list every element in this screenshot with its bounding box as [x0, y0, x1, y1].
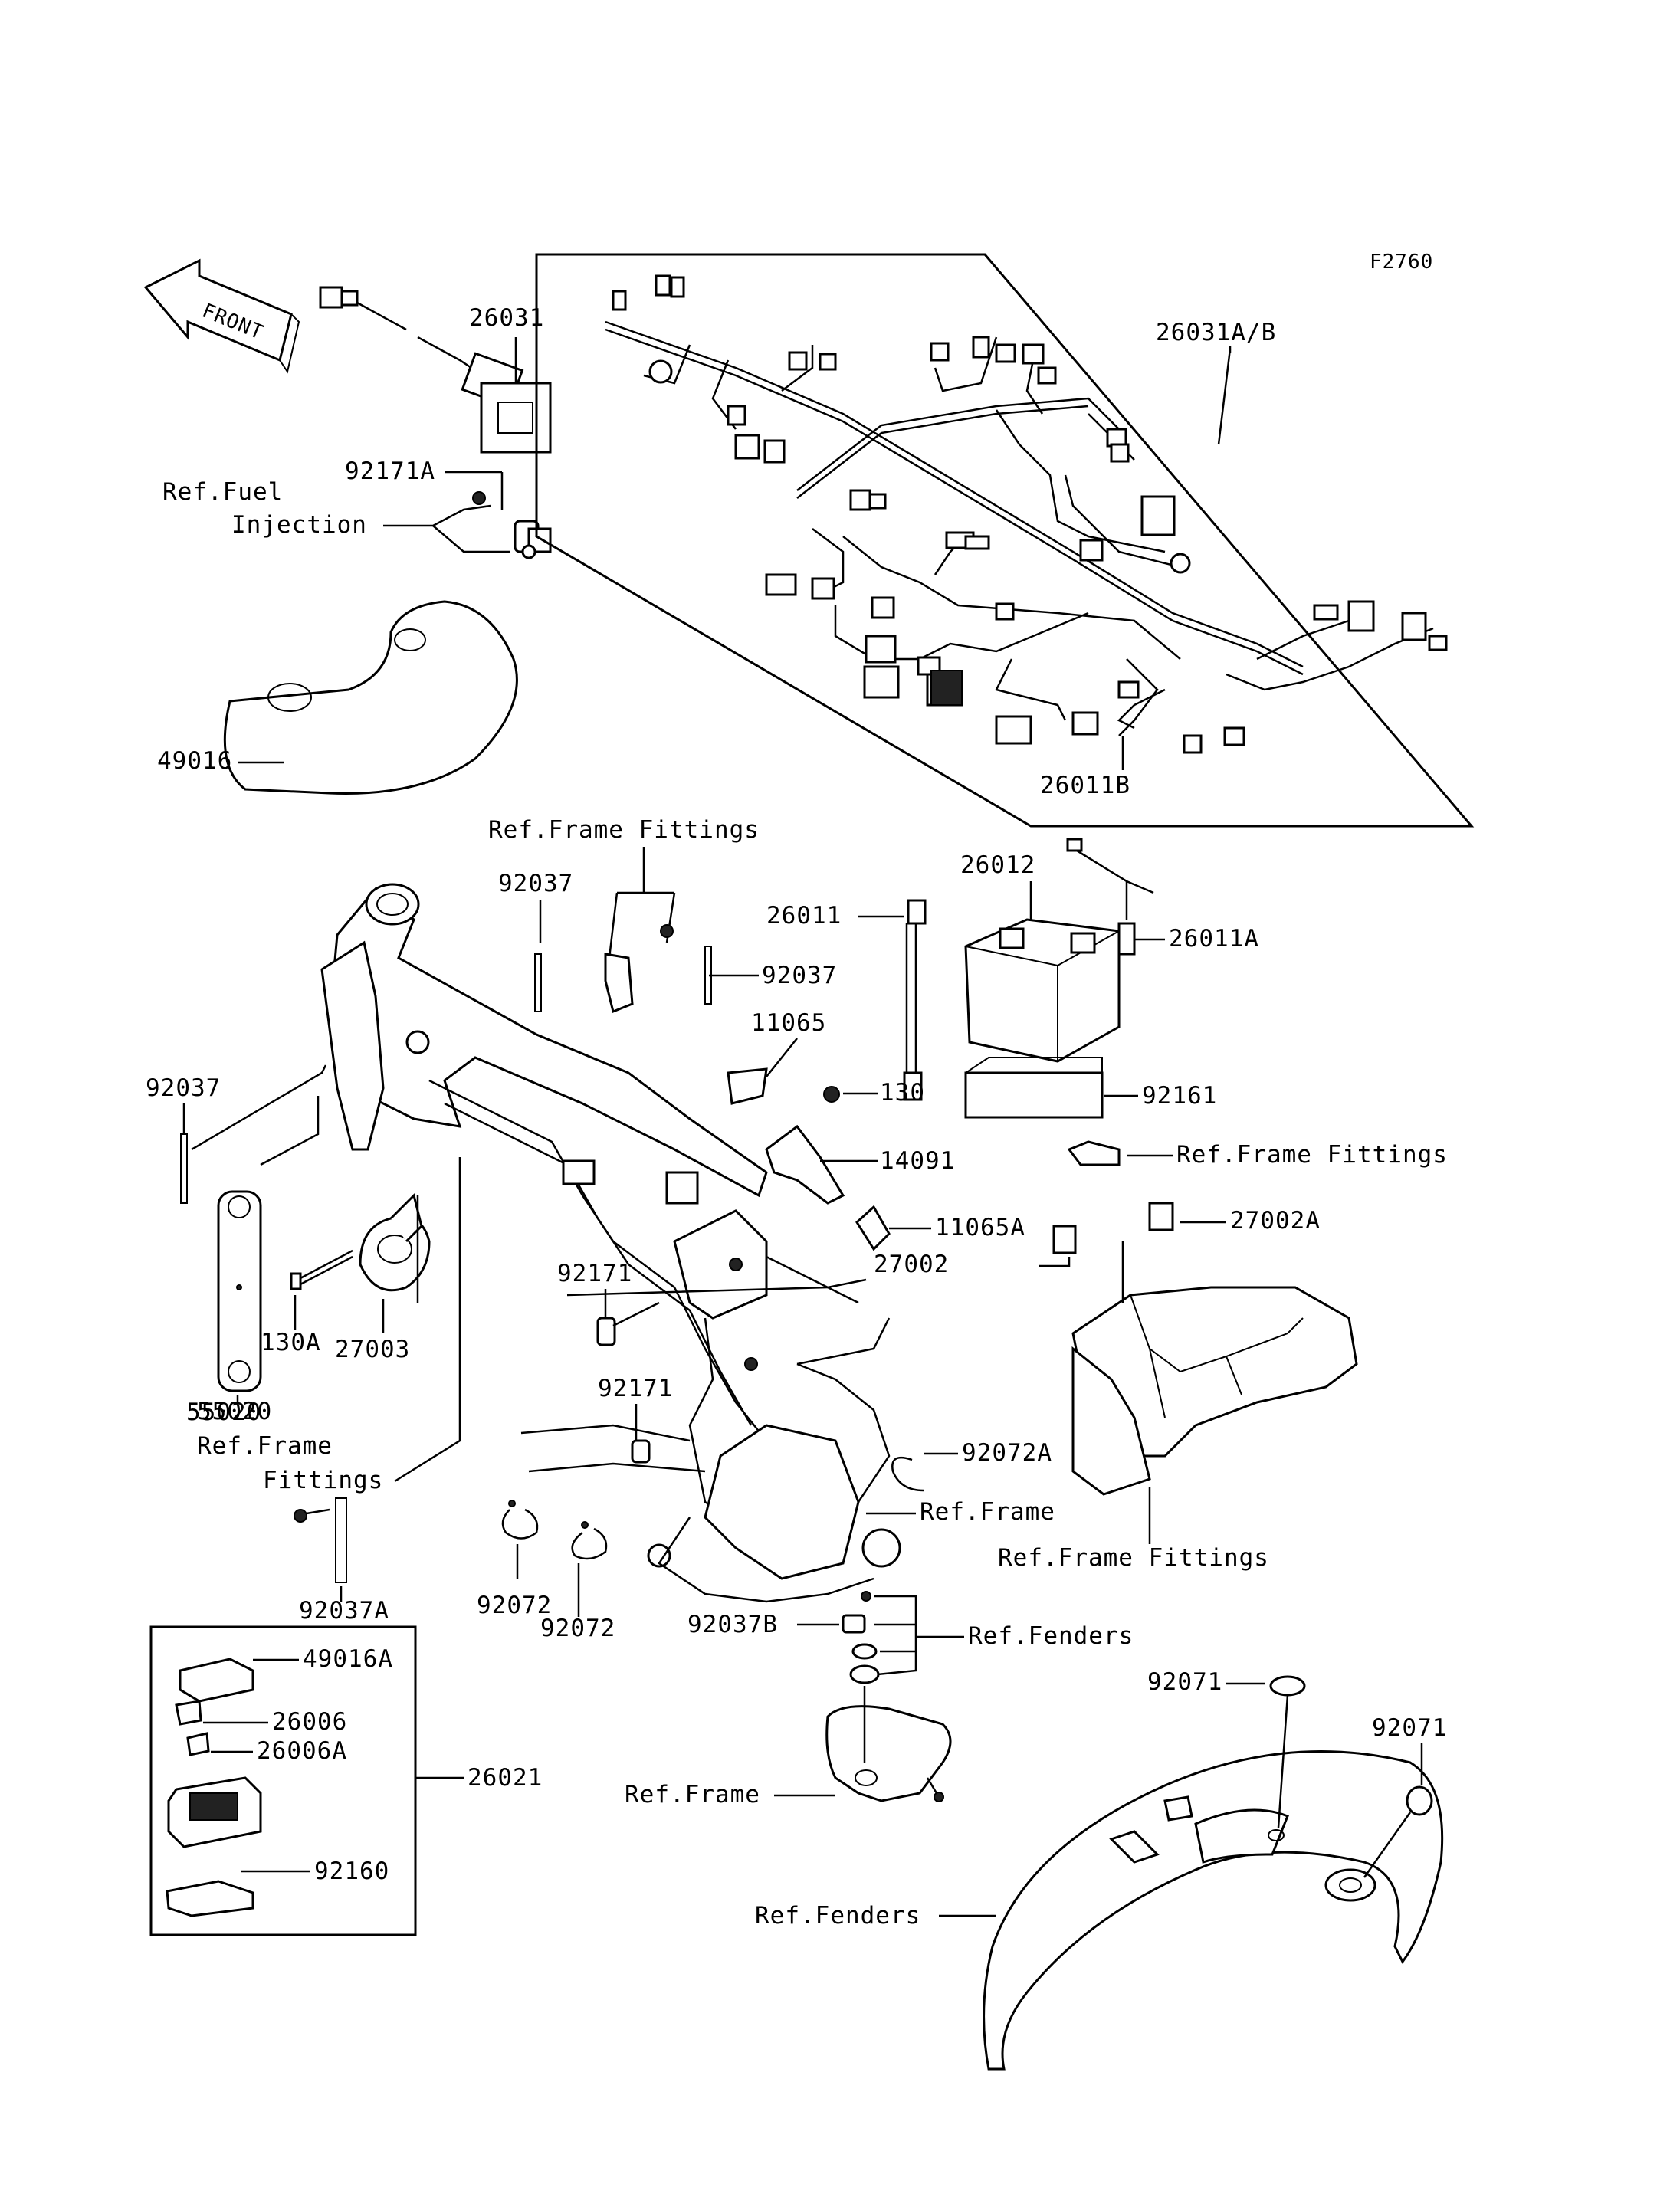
label-92037A: 92037A	[299, 1597, 389, 1625]
label-ref-fuel-2: Injection	[231, 511, 367, 539]
label-26011: 26011	[766, 902, 842, 930]
label-ref-frame-fittings-mid: Ref.Frame Fittings	[1176, 1141, 1448, 1169]
ecu-kit-box	[149, 1625, 417, 1936]
grommet-92071-left	[1269, 1675, 1306, 1697]
label-ref-fenders-top: Ref.Fenders	[968, 1622, 1134, 1650]
label-92072A: 92072A	[962, 1439, 1052, 1467]
label-92072-b: 92072	[540, 1615, 615, 1642]
label-92160: 92160	[314, 1858, 389, 1885]
clamp-92171A	[472, 491, 552, 559]
label-ref-frame-fittings-left-2: Fittings	[263, 1467, 383, 1494]
label-ref-frame-fittings-bottom: Ref.Frame Fittings	[998, 1544, 1269, 1572]
strap-92037-left	[180, 1133, 188, 1204]
cover-14091	[765, 1124, 845, 1205]
fastener-set-92037B	[842, 1591, 880, 1684]
rear-fender	[983, 1749, 1444, 2071]
clamp-92171-b	[631, 1439, 651, 1464]
rear-frame-portion	[825, 1705, 952, 1802]
label-11065A: 11065A	[935, 1214, 1025, 1241]
label-55020: 55020	[186, 1399, 261, 1426]
label-130: 130	[880, 1079, 925, 1107]
label-92171-a: 92171	[557, 1260, 632, 1287]
label-ref-frame-fittings-left-1: Ref.Frame	[197, 1432, 333, 1460]
label-11065: 11065	[751, 1009, 826, 1037]
ecu-pad-92160	[166, 1880, 254, 1917]
bracket-frame-fittings	[534, 924, 712, 1014]
clip-92072A	[891, 1456, 924, 1492]
label-92037B: 92037B	[687, 1611, 778, 1638]
label-92071-left: 92071	[1147, 1668, 1222, 1696]
label-26031AB: 26031A/B	[1156, 319, 1276, 346]
bracket-frame-fittings-mid	[1067, 1140, 1121, 1166]
label-26011B: 26011B	[1040, 772, 1130, 799]
label-27002: 27002	[874, 1251, 949, 1278]
bolt-130A	[290, 1249, 353, 1290]
relay-27002A	[1148, 1202, 1174, 1231]
label-26006: 26006	[272, 1708, 347, 1736]
label-ref-fuel-1: Ref.Fuel	[162, 478, 283, 506]
label-26031: 26031	[469, 304, 544, 332]
fuse-26006	[175, 1700, 202, 1726]
label-ref-frame: Ref.Frame	[920, 1498, 1055, 1526]
relay-27002	[1052, 1225, 1077, 1254]
plate-55020	[217, 1190, 262, 1392]
diagram-code: F2760	[1370, 251, 1433, 274]
label-ref-fenders-bottom: Ref.Fenders	[755, 1902, 920, 1930]
sub-harness-26031	[319, 286, 552, 454]
label-92037-right: 92037	[762, 962, 837, 989]
label-26012: 26012	[960, 851, 1035, 879]
label-ref-frame-bottom: Ref.Frame	[625, 1781, 760, 1808]
label-26006A: 26006A	[257, 1737, 347, 1765]
label-55020-main: 55020	[197, 1398, 272, 1425]
front-arrow-icon: FRONT	[143, 258, 300, 374]
label-92037-left: 92037	[146, 1074, 221, 1102]
fuse-26006A	[186, 1732, 210, 1756]
label-49016: 49016	[157, 747, 232, 775]
main-harness-box	[535, 253, 1475, 828]
ecu-unit	[167, 1776, 262, 1848]
cable-26011	[903, 899, 927, 1101]
label-26021: 26021	[468, 1764, 543, 1792]
label-92171A: 92171A	[345, 457, 435, 485]
horn-27003	[359, 1193, 431, 1292]
label-26011A: 26011A	[1169, 925, 1259, 953]
pad-92161	[964, 1071, 1104, 1119]
battery-case	[1071, 1286, 1358, 1496]
motorcycle-frame	[320, 883, 901, 1603]
pad-49016	[223, 600, 518, 795]
label-49016A: 49016A	[303, 1645, 393, 1673]
grommet-92071-right	[1406, 1785, 1433, 1816]
clip-92072-b	[571, 1521, 608, 1560]
cover-11065A	[855, 1205, 891, 1251]
bolt-130	[823, 1086, 840, 1103]
label-27002A: 27002A	[1230, 1207, 1321, 1235]
label-14091: 14091	[880, 1147, 955, 1175]
label-92037-top: 92037	[498, 870, 573, 897]
label-92071-right: 92071	[1372, 1714, 1447, 1742]
label-27003: 27003	[335, 1336, 410, 1363]
label-ref-frame-fittings-top: Ref.Frame Fittings	[488, 816, 760, 844]
label-130A: 130A	[261, 1329, 321, 1356]
ecu-cover-49016A	[179, 1658, 254, 1703]
clip-92072-a	[501, 1500, 539, 1540]
label-92072-a: 92072	[477, 1592, 552, 1619]
cover-11065	[727, 1067, 768, 1105]
label-92161: 92161	[1142, 1082, 1217, 1110]
clamp-92171-a	[596, 1301, 660, 1346]
strap-92037A	[294, 1497, 347, 1583]
main-wiring-harness	[605, 274, 1448, 754]
label-92171-b: 92171	[598, 1375, 673, 1402]
cable-26011A	[1066, 838, 1154, 956]
battery-26012	[964, 918, 1121, 1063]
